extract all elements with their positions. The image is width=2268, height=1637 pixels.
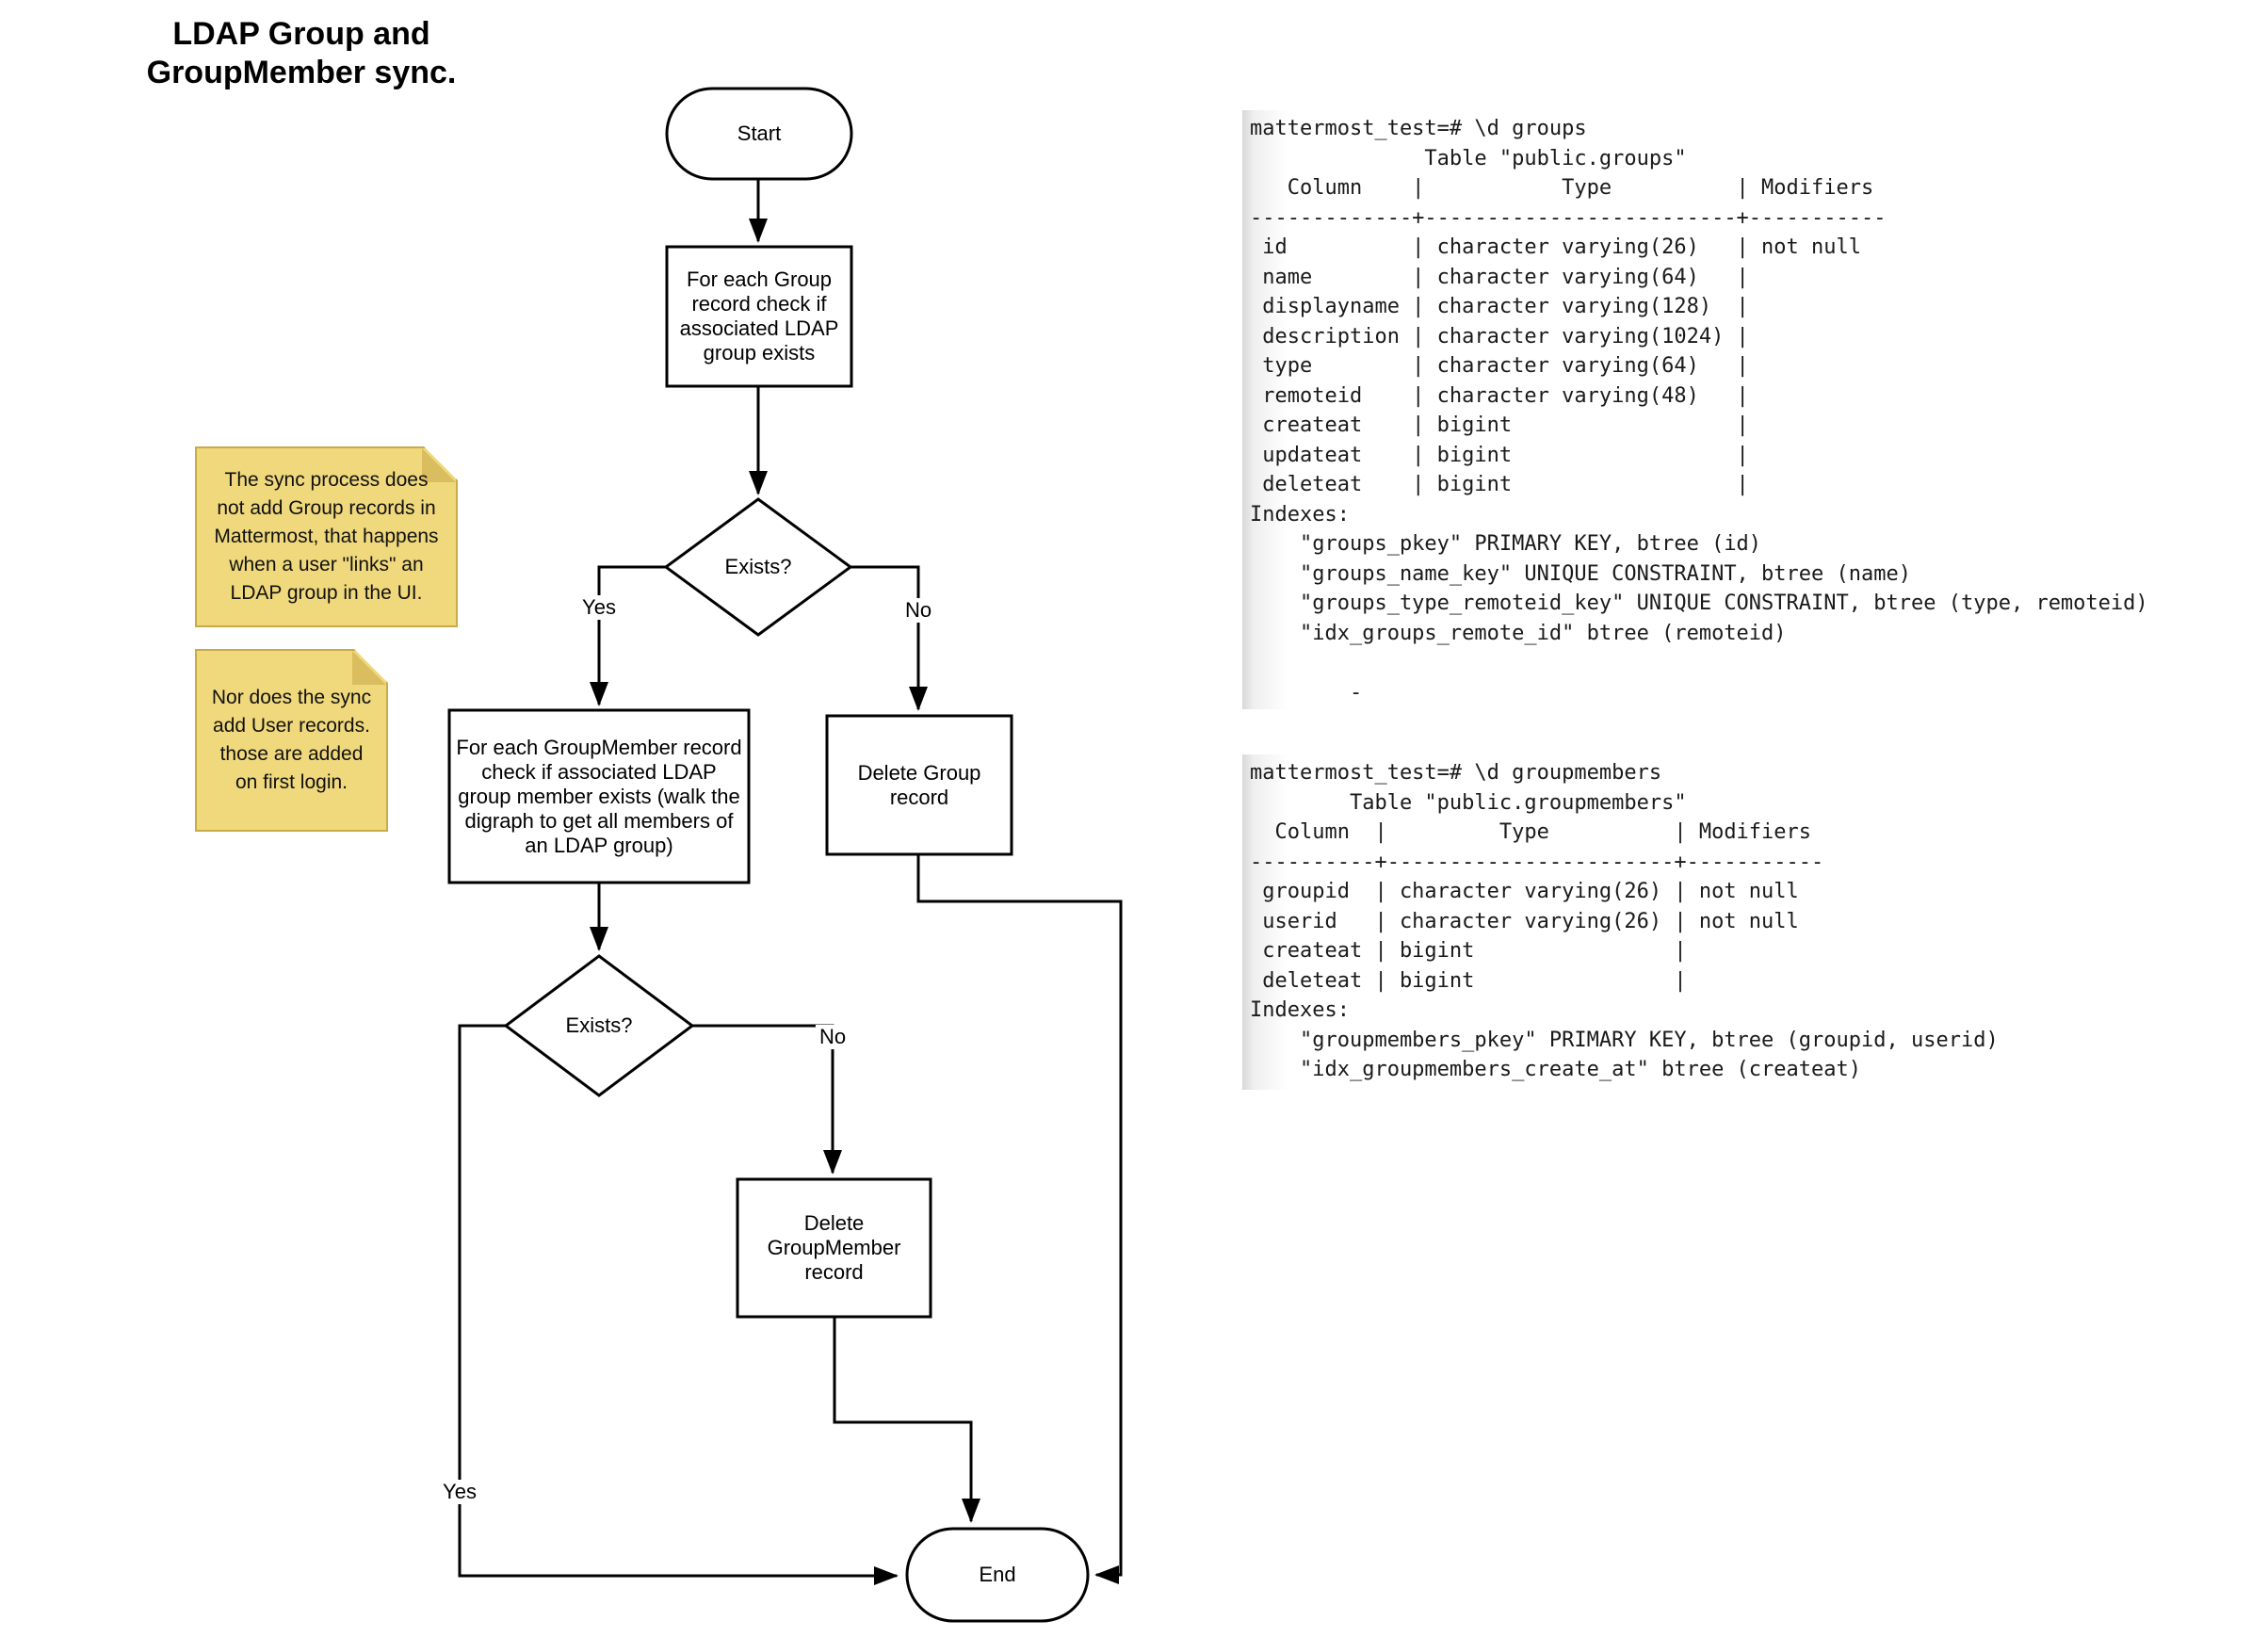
psql-output-groupmembers-table: mattermost_test=# \d groupmembers Table … [1242,754,2003,1090]
process-group-label: For each Group record check if associate… [679,267,839,365]
edge-deletegroup-to-end [918,854,1121,1584]
flow-nodes [449,89,1088,1621]
edge-label-yes-group: Yes [578,595,620,620]
edge-label-no-member: No [815,1025,850,1049]
decision2-shape [506,956,692,1095]
end-node-label: End [979,1563,1016,1586]
process-groupmember-shape [449,710,749,883]
start-node-shape [667,89,851,179]
decision1-label: Exists? [724,555,792,578]
diagram-title: LDAP Group and GroupMember sync. [146,16,457,90]
edge-decision2-no [692,1026,842,1175]
decision2-label: Exists? [565,1013,633,1037]
end-node-shape [907,1529,1088,1621]
delete-group-shape [827,716,1012,854]
edge-decision1-no [850,567,928,711]
sticky-note-user-sync-text: Nor does the sync add User records. thos… [211,687,372,793]
sticky-note-group-sync: The sync process does not add Group reco… [195,446,458,627]
delete-groupmember-label: Delete GroupMember record [767,1211,901,1284]
sticky-note-user-sync: Nor does the sync add User records. thos… [195,649,388,832]
decision1-shape [666,499,850,635]
delete-groupmember-shape [737,1179,931,1317]
edge-decision1-yes [590,567,666,706]
edge-label-yes-member: Yes [439,1480,480,1504]
start-node-label: Start [737,122,782,145]
delete-group-label: Delete Group record [857,760,981,809]
process-group-shape [667,247,851,386]
edge-label-no-group: No [900,598,936,623]
edge-decision2-yes-to-end [460,1026,899,1585]
psql-output-groups-table: mattermost_test=# \d groups Table "publi… [1242,110,2199,709]
edge-deletegroupmember-to-end [834,1317,980,1523]
process-groupmember-label: For each GroupMember record check if ass… [456,735,742,857]
sticky-note-group-sync-text: The sync process does not add Group reco… [214,469,439,604]
